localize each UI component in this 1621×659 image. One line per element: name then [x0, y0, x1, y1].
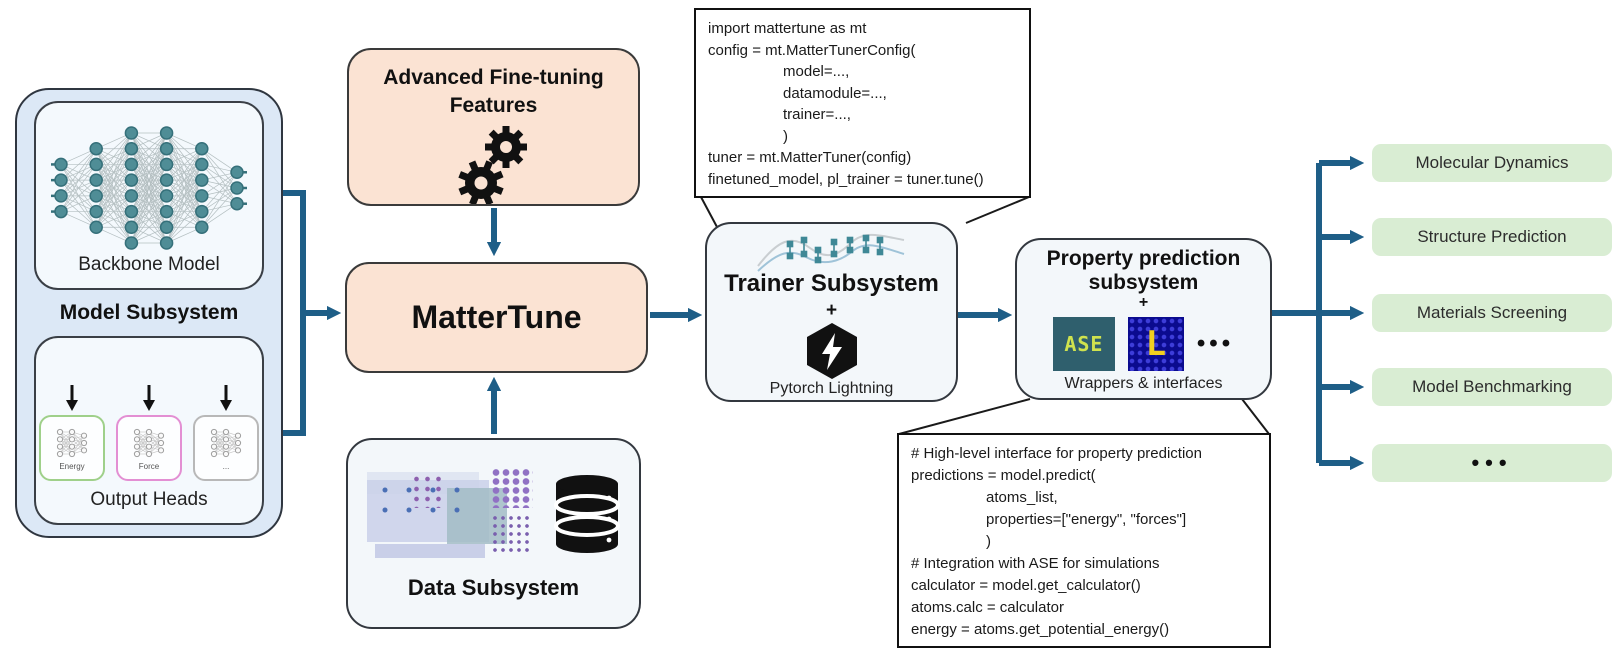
head-col-energy: Energy — [39, 384, 105, 481]
database-icon — [553, 475, 620, 553]
plus-sign: + — [1138, 294, 1149, 312]
lammps-logo: L — [1127, 317, 1184, 372]
mini-network-icon — [210, 428, 242, 458]
data-subsystem-title: Data Subsystem — [407, 575, 580, 600]
property-prediction-box: Property prediction subsystem + ASE L ••… — [1015, 238, 1272, 400]
materials-data-collage — [366, 466, 535, 562]
wrappers-interfaces-label: Wrappers & interfaces — [1064, 375, 1223, 393]
prediction-code-snippet: # High-level interface for property pred… — [897, 433, 1271, 648]
output-heads-row: Energy Force ... — [39, 384, 259, 481]
tuning-code-snippet: import mattertune as mt config = mt.Matt… — [694, 8, 1031, 198]
energy-head-chip: Energy — [39, 415, 105, 481]
trainer-subsystem-title: Trainer Subsystem — [724, 270, 939, 297]
property-subsystem-title: Property prediction subsystem — [1046, 247, 1241, 295]
more-interfaces-dots: ••• — [1196, 330, 1235, 358]
model-subsystem-title: Model Subsystem — [59, 301, 239, 324]
pytorch-lightning-icon — [806, 323, 857, 379]
head-col-force: Force — [116, 384, 182, 481]
down-arrow-icon — [143, 385, 155, 411]
data-subsystem-box: Data Subsystem — [346, 438, 641, 629]
mini-network-icon — [56, 428, 88, 458]
app-model-benchmarking: Model Benchmarking — [1372, 368, 1612, 406]
neural-network-illustration — [51, 125, 247, 250]
mini-network-icon — [133, 428, 165, 458]
ase-logo-text: ASE — [1064, 332, 1104, 357]
trainer-subsystem-box: Trainer Subsystem + Pytorch Lightning — [705, 222, 958, 402]
down-arrow-icon — [66, 385, 78, 411]
model-to-mattertune-bracket — [283, 190, 306, 436]
mattertune-title: MatterTune — [411, 299, 582, 335]
plus-sign: + — [825, 300, 838, 321]
head-col-other: ... — [193, 384, 259, 481]
mattertune-box: MatterTune — [345, 262, 648, 373]
pytorch-lightning-label: Pytorch Lightning — [769, 380, 894, 397]
callout-tails — [700, 196, 1270, 435]
app-more: ••• — [1372, 444, 1612, 482]
advanced-finetuning-box: Advanced Fine-tuning Features — [347, 48, 640, 206]
backbone-model-label: Backbone Model — [78, 253, 220, 275]
data-illustrations — [366, 466, 621, 562]
loss-curve-icon — [756, 234, 904, 272]
model-subsystem-panel: Backbone Model Model Subsystem Energy Fo… — [15, 88, 283, 538]
down-arrow-icon — [220, 385, 232, 411]
lammps-logo-text: L — [1145, 324, 1167, 365]
gears-icon — [457, 125, 527, 204]
force-head-label: Force — [138, 462, 160, 471]
other-head-label: ... — [222, 462, 230, 471]
app-structure-prediction: Structure Prediction — [1372, 218, 1612, 256]
advanced-finetuning-title: Advanced Fine-tuning Features — [383, 66, 604, 118]
other-head-chip: ... — [193, 415, 259, 481]
property-to-trunk-line — [1272, 163, 1322, 463]
interface-logos-row: ASE L ••• — [1052, 317, 1235, 372]
backbone-model-box: Backbone Model — [34, 101, 264, 290]
app-molecular-dynamics: Molecular Dynamics — [1372, 144, 1612, 182]
energy-head-label: Energy — [59, 462, 85, 471]
app-materials-screening: Materials Screening — [1372, 294, 1612, 332]
force-head-chip: Force — [116, 415, 182, 481]
ase-logo: ASE — [1052, 317, 1115, 372]
output-heads-box: Energy Force ... — [34, 336, 264, 525]
output-heads-label: Output Heads — [90, 489, 208, 510]
